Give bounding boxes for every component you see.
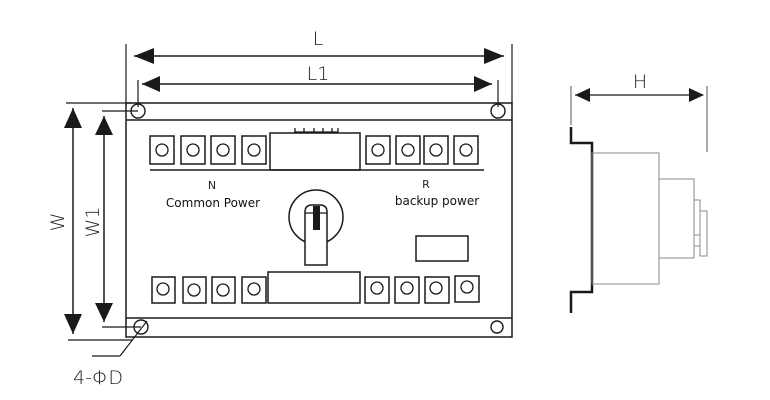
section-caption-backup-power: backup power xyxy=(395,194,479,208)
selector-handle xyxy=(288,189,344,266)
bottom-terminals-right xyxy=(364,275,480,304)
top-connector-pins xyxy=(294,128,339,133)
front-view xyxy=(64,44,513,357)
side-view xyxy=(569,86,708,313)
arrowhead-w-bottom xyxy=(64,314,82,334)
arrowhead-l-left xyxy=(134,48,154,64)
dim-label-l: L xyxy=(313,28,324,50)
dim-label-w: W xyxy=(47,213,69,232)
arrowhead-h-left xyxy=(575,88,590,102)
side-knob xyxy=(699,210,708,257)
section-letter-r: R xyxy=(422,178,430,191)
section-caption-common-power: Common Power xyxy=(166,196,260,210)
din-rail-profile xyxy=(569,127,594,313)
arrowhead-w-top xyxy=(64,108,82,128)
top-terminals-n xyxy=(149,135,267,165)
mounting-hole-top-right xyxy=(490,103,506,119)
top-center-block xyxy=(269,132,361,171)
mounting-plate xyxy=(125,102,513,338)
dim-label-w1: W1 xyxy=(82,207,104,238)
hole-leader-line xyxy=(119,320,148,357)
arrowhead-w1-top xyxy=(95,116,113,135)
side-step xyxy=(658,178,695,259)
indicator-window xyxy=(415,235,469,262)
section-letter-n: N xyxy=(208,179,216,192)
arrowhead-w1-bottom xyxy=(95,303,113,322)
side-knob-base xyxy=(693,199,701,247)
mounting-hole-bottom-right xyxy=(490,320,504,334)
arrowhead-l-right xyxy=(484,48,504,64)
arrowhead-l1-left xyxy=(142,76,160,92)
arrowhead-h-right xyxy=(689,88,704,102)
dim-label-l1: L1 xyxy=(307,63,330,85)
bottom-terminals-left xyxy=(151,276,267,304)
bottom-center-block xyxy=(267,271,361,304)
top-terminals-r xyxy=(365,135,479,165)
arrowhead-l1-right xyxy=(474,76,492,92)
dim-label-h: H xyxy=(633,71,647,93)
side-body xyxy=(591,152,660,285)
dim-label-holes: 4-ΦD xyxy=(73,367,123,389)
